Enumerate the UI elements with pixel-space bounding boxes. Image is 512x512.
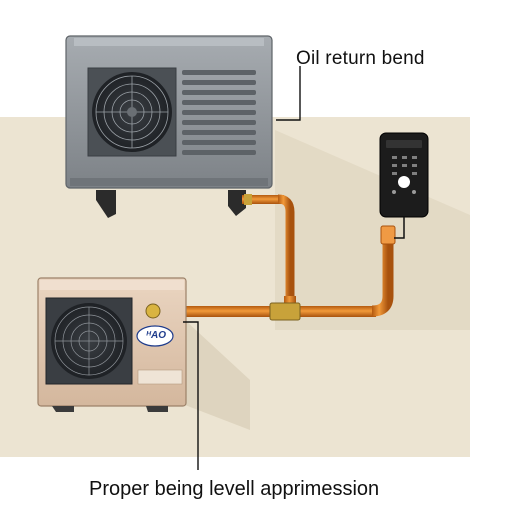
leveling-leader-line — [183, 321, 199, 470]
indoor-unit — [65, 35, 273, 218]
outdoor-unit — [37, 277, 187, 412]
outdoor-fan-grille — [54, 306, 124, 376]
proper-leveling-label: Proper being levell apprimession — [89, 478, 380, 500]
oil-return-bend-label: Oil return bend — [296, 48, 425, 69]
indoor-bracket-right — [228, 190, 246, 216]
controller-cable — [394, 217, 405, 239]
controller-dial-icon — [398, 176, 410, 188]
indoor-bracket-left — [96, 190, 116, 218]
tee-fitting — [269, 302, 301, 321]
outdoor-brand-badge-shape — [136, 325, 174, 347]
indoor-louvers — [182, 70, 256, 155]
outdoor-shadow — [185, 320, 250, 430]
service-valve-icon — [145, 303, 161, 319]
outdoor-brand-badge: ᴴAO — [146, 330, 166, 341]
thermostat-controller — [379, 132, 429, 239]
outdoor-nameplate — [137, 369, 183, 385]
wall-shadow — [275, 130, 470, 330]
oil-bend-leader-line — [276, 66, 301, 121]
